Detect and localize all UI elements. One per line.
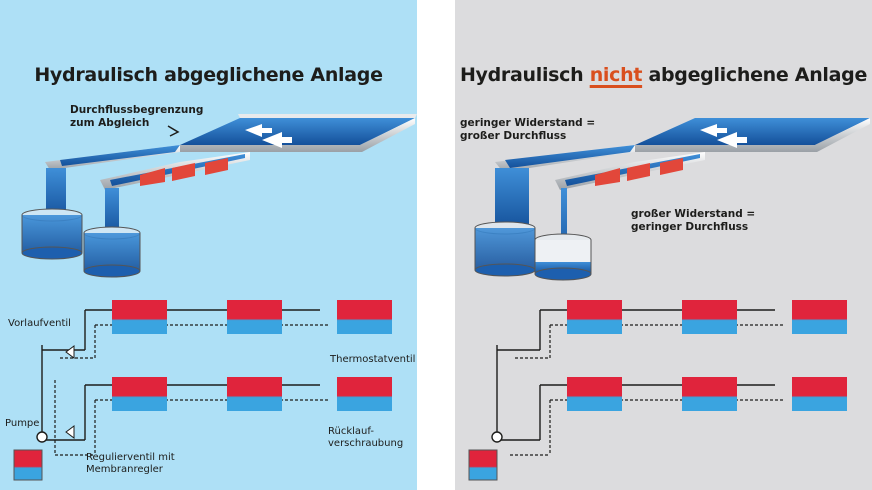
label-pumpe: Pumpe bbox=[5, 418, 40, 429]
right-title-highlight: nicht bbox=[589, 64, 643, 86]
boiler-icon bbox=[13, 449, 43, 481]
radiator bbox=[792, 300, 847, 334]
pump-icon bbox=[36, 431, 48, 443]
right-title-post: abgeglichene Anlage bbox=[648, 64, 868, 86]
upper-channel bbox=[180, 114, 417, 152]
lower-channel bbox=[534, 152, 705, 281]
radiator bbox=[682, 300, 737, 334]
left-title: Hydraulisch abgeglichene Anlage bbox=[34, 64, 383, 86]
radiator bbox=[792, 377, 847, 411]
radiator bbox=[112, 300, 167, 334]
first-branch bbox=[21, 145, 180, 260]
annotation-pointer bbox=[167, 125, 180, 137]
radiator bbox=[567, 377, 622, 411]
radiator bbox=[337, 300, 392, 334]
flow-arrow-icon bbox=[245, 124, 272, 137]
lower-channel bbox=[83, 152, 250, 278]
radiator bbox=[337, 377, 392, 411]
upper-channel bbox=[635, 118, 870, 152]
annotation-low-resistance: geringer Widerstand = großer Durchfluss bbox=[460, 117, 596, 142]
label-vorlaufventil: Vorlaufventil bbox=[8, 318, 71, 329]
left-illustration bbox=[13, 114, 417, 481]
return-piping bbox=[54, 324, 330, 456]
left-panel-balanced: Hydraulisch abgeglichene Anlage bbox=[0, 0, 417, 490]
boiler-icon bbox=[468, 449, 498, 481]
right-illustration bbox=[468, 118, 870, 481]
flow-arrow-icon bbox=[700, 124, 727, 137]
flow-arrow-icon bbox=[717, 132, 747, 148]
first-branch-wide bbox=[474, 145, 635, 277]
radiator bbox=[227, 300, 282, 334]
right-title-pre: Hydraulisch bbox=[459, 64, 584, 86]
valve-icon bbox=[65, 425, 75, 439]
flow-arrow-icon bbox=[262, 132, 292, 148]
annotation-high-resistance: großer Widerstand = geringer Durchfluss bbox=[631, 208, 756, 233]
radiators bbox=[567, 300, 847, 411]
pump-icon bbox=[491, 431, 503, 443]
radiator bbox=[567, 300, 622, 334]
right-title: Hydraulisch nicht abgeglichene Anlage bbox=[455, 64, 872, 86]
right-panel-unbalanced: Hydraulisch nicht abgeglichene Anlage bbox=[455, 0, 872, 490]
annotation-flow-limit: Durchflussbegrenzung zum Abgleich bbox=[70, 104, 204, 129]
radiator bbox=[227, 377, 282, 411]
radiators bbox=[112, 300, 392, 411]
label-ruecklauf: Rücklauf- verschraubung bbox=[328, 426, 404, 449]
label-thermostatventil: Thermostatventil bbox=[330, 354, 416, 365]
valve-icon bbox=[65, 345, 75, 359]
radiator bbox=[112, 377, 167, 411]
label-regulierventil: Regulierventil mit Membranregler bbox=[86, 452, 175, 475]
radiator bbox=[682, 377, 737, 411]
return-piping bbox=[510, 324, 785, 456]
